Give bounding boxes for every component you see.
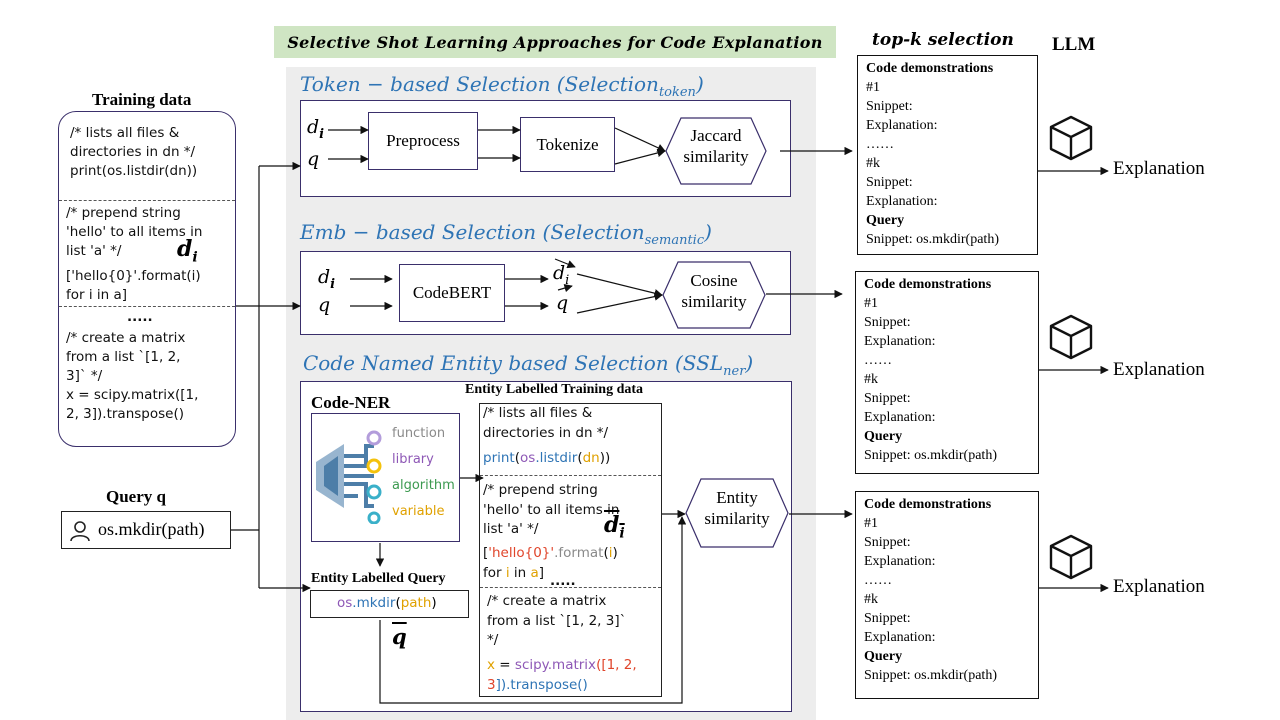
llm-label: LLM [1052,34,1096,55]
entity-type-function: function [392,426,446,441]
divider [59,306,235,307]
jaccard-similarity-hexagon [665,117,767,185]
di-symbol: di [177,236,198,266]
training-snippet-3: /* create a matrix from a list `[1, 2, 3… [66,330,199,422]
demonstrations-box-token: Code demonstrations #1 Snippet: Explanat… [857,55,1038,255]
llm-cube-icon [1049,314,1093,360]
explanation-output-1: Explanation [1113,158,1205,179]
training-snippet-2-code: ['hello{0}'.format(i) for i in a] [66,268,201,303]
cosine-similarity-hexagon [662,261,766,329]
entity-similarity-label: Entity similarity [704,488,770,528]
topk-label: top-k selection [872,30,1014,50]
llm-cube-icon [1049,115,1093,161]
entity-labelled-training-box: /* lists all files & directories in dn *… [479,403,662,697]
tokenize-block: Tokenize [520,117,615,172]
emb-input-d: di [318,266,336,292]
entity-snippet-3-comment: /* create a matrix from a list `[1, 2, 3… [487,593,627,648]
q-bar-symbol: q [392,624,407,649]
preprocess-block: Preprocess [368,112,478,170]
entity-similarity-hexagon [685,478,789,548]
entity-snippet-1-code: print(os.listdir(dn)) [483,450,611,466]
entity-snippet-2-comment: /* prepend string 'hello' to all items i… [483,482,620,537]
divider [480,475,661,476]
ner-section-title: Code Named Entity based Selection (SSLne… [303,351,754,379]
ner-network-icon [316,444,374,508]
entity-labelled-query-label: Entity Labelled Query [311,571,446,586]
emb-vector-d: di [553,262,570,288]
training-data-label: Training data [92,90,192,109]
d-bar-symbol: di [604,512,625,542]
training-snippet-2-comment: /* prepend string 'hello' to all items i… [66,205,203,259]
emb-vector-q: q [556,292,569,314]
code-ner-block: function library algorithm variable [311,413,460,542]
query-box: os.mkdir(path) [61,511,231,549]
emb-input-q: q [318,294,331,316]
training-ellipsis: ..... [127,309,153,325]
demonstrations-box-ner: Code demonstrations #1 Snippet: Explanat… [855,491,1039,699]
codebert-block: CodeBERT [399,264,505,322]
entity-labelled-query-box: os.mkdir(path) [310,590,469,618]
diagram-title: Selective Shot Learning Approaches for C… [274,26,836,58]
token-input-q: q [307,148,320,170]
jaccard-similarity-label: Jaccard similarity [683,126,749,166]
divider [59,200,235,201]
entity-type-library: library [392,452,434,467]
query-label: Query q [106,487,166,506]
entity-snippet-1-comment: /* lists all files & directories in dn *… [483,405,609,441]
entity-type-algorithm: algorithm [392,478,455,493]
demonstrations-box-semantic: Code demonstrations #1 Snippet: Explanat… [855,271,1039,474]
llm-cube-icon [1049,534,1093,580]
entity-ellipsis: ..... [550,573,576,589]
entity-labelled-query-text: os.mkdir(path) [337,595,437,611]
entity-type-nodes-icon [366,430,382,524]
token-section-title: Token − based Selection (Selectiontoken) [300,72,704,100]
query-text: os.mkdir(path) [98,519,205,539]
cosine-similarity-label: Cosine similarity [681,271,747,311]
entity-labelled-training-label: Entity Labelled Training data [465,382,644,397]
token-input-d: di [307,116,325,142]
entity-snippet-3-code: x = scipy.matrix([1, 2, 3]).transpose() [487,657,637,693]
user-icon [70,521,90,542]
training-data-box: /* lists all files & directories in dn *… [58,111,236,447]
training-snippet-1: /* lists all files & directories in dn *… [70,125,198,179]
code-ner-label: Code-NER [311,393,391,412]
entity-type-variable: variable [392,504,445,519]
emb-section-title: Emb − based Selection (Selectionsemantic… [300,220,712,248]
explanation-output-2: Explanation [1113,359,1205,380]
explanation-output-3: Explanation [1113,576,1205,597]
